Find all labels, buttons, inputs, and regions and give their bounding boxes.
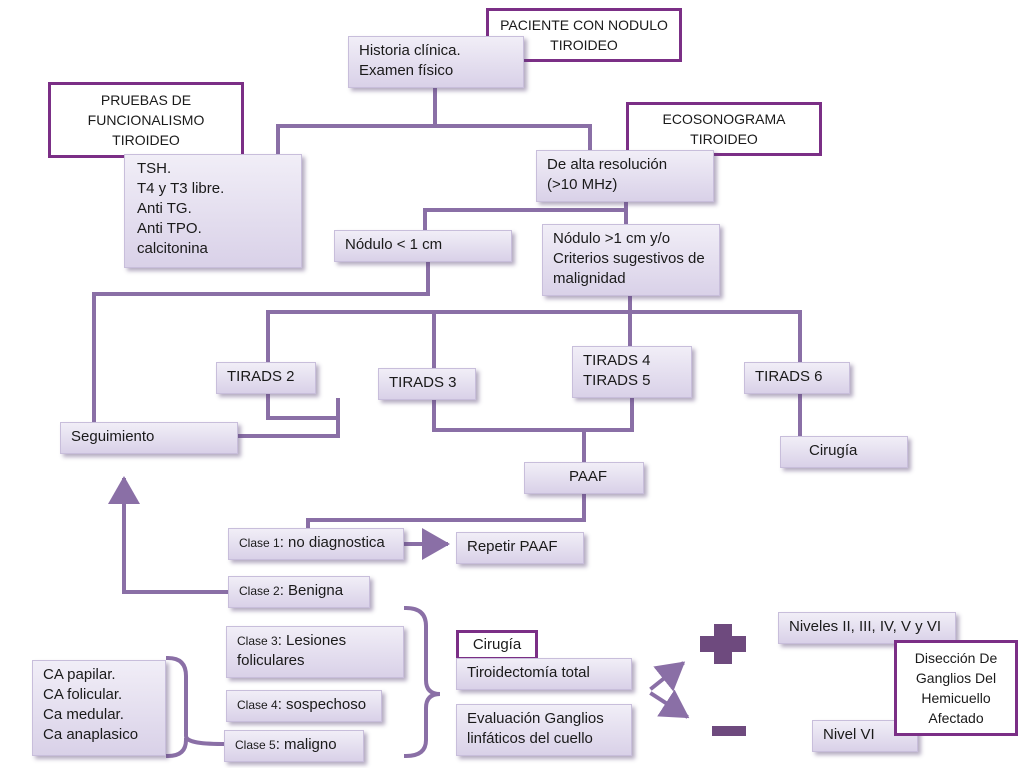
brace-clases xyxy=(403,605,441,759)
header-cirugia: Cirugía xyxy=(456,630,538,660)
header-ecosonograma: ECOSONOGRAMA TIROIDEO xyxy=(626,102,822,156)
plus-sign-icon xyxy=(700,624,746,664)
arrow-plus xyxy=(649,661,686,692)
box-seguimiento: Seguimiento xyxy=(60,422,238,454)
line-tirads23-seguimiento xyxy=(236,390,340,438)
header-pruebas: PRUEBAS DE FUNCIONALISMO TIROIDEO xyxy=(48,82,244,158)
brace-ca xyxy=(165,655,225,759)
box-paaf: PAAF xyxy=(524,462,644,494)
box-nodulo-mayor: Nódulo >1 cm y/o Criterios sugestivos de… xyxy=(542,224,720,296)
line-paaf-clase1 xyxy=(306,492,586,532)
box-tirads6: TIRADS 6 xyxy=(744,362,850,394)
clase4-text: : sospechoso xyxy=(277,696,367,713)
box-ca-list: CA papilar. CA folicular. Ca medular. Ca… xyxy=(32,660,166,756)
line-nodulo-seguimiento xyxy=(92,260,430,424)
line-paciente-branch xyxy=(276,86,592,160)
box-tiroidectomia: Tiroidectomía total xyxy=(456,658,632,690)
box-historia: Historia clínica. Examen físico xyxy=(348,36,524,88)
box-clase2: Clase 2: Benigna xyxy=(228,576,370,608)
box-tsh: TSH. T4 y T3 libre. Anti TG. Anti TPO. c… xyxy=(124,154,302,268)
box-niveles: Niveles II, III, IV, V y VI xyxy=(778,612,956,644)
arrow-minus xyxy=(649,689,690,719)
header-diseccion: Disección De Ganglios Del Hemicuello Afe… xyxy=(894,640,1018,736)
line-tirads-branch xyxy=(266,294,802,370)
box-nivel-vi: Nivel VI xyxy=(812,720,918,752)
line-clase2-seguimiento xyxy=(108,476,230,594)
box-clase3: Clase 3: Lesiones foliculares xyxy=(226,626,404,678)
header-paciente: PACIENTE CON NODULO TIROIDEO xyxy=(486,8,682,62)
clase1-prefix: Clase 1 xyxy=(239,536,280,550)
clase5-text: : maligno xyxy=(275,736,337,753)
box-alta-resolucion: De alta resolución (>10 MHz) xyxy=(536,150,714,202)
line-tirads345-paaf xyxy=(432,392,634,464)
clase1-text: : no diagnostica xyxy=(279,534,385,551)
box-tirads2: TIRADS 2 xyxy=(216,362,316,394)
box-clase4: Clase 4: sospechoso xyxy=(226,690,382,722)
box-clase1: Clase 1: no diagnostica xyxy=(228,528,404,560)
box-cirugia-tirads6: Cirugía xyxy=(780,436,908,468)
clase3-prefix: Clase 3 xyxy=(237,634,278,648)
clase2-text: : Benigna xyxy=(279,582,344,599)
clase3-text: : Lesiones foliculares xyxy=(237,632,347,669)
clase2-prefix: Clase 2 xyxy=(239,584,280,598)
clase5-prefix: Clase 5 xyxy=(235,738,276,752)
line-eco-branch xyxy=(423,198,628,232)
box-nodulo-menor: Nódulo < 1 cm xyxy=(334,230,512,262)
minus-sign-icon xyxy=(712,726,746,736)
box-tirads3: TIRADS 3 xyxy=(378,368,476,400)
box-tirads45: TIRADS 4 TIRADS 5 xyxy=(572,346,692,398)
box-clase5: Clase 5: maligno xyxy=(224,730,364,762)
box-repetir-paaf: Repetir PAAF xyxy=(456,532,584,564)
box-evaluacion: Evaluación Ganglios linfáticos del cuell… xyxy=(456,704,632,756)
clase4-prefix: Clase 4 xyxy=(237,698,278,712)
